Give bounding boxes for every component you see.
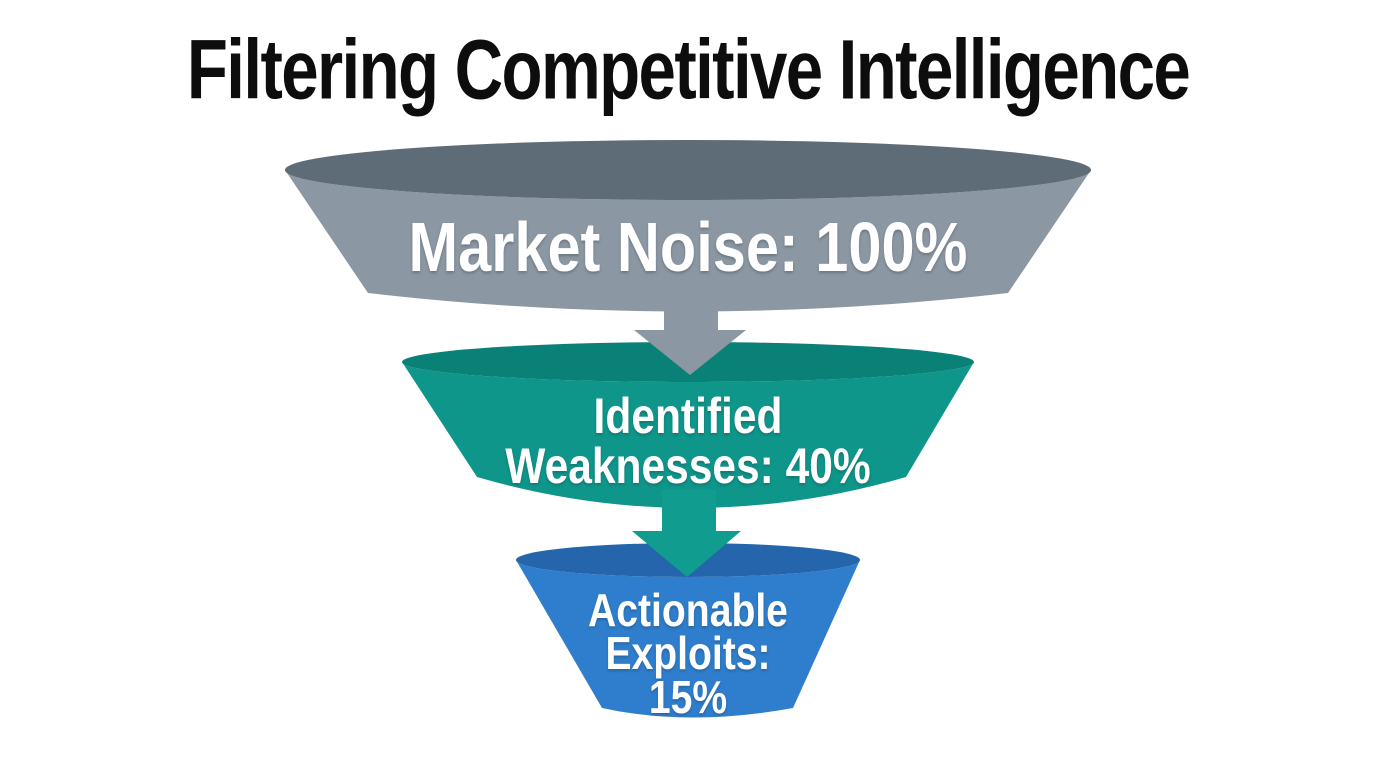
funnel-stage-1-top (285, 140, 1091, 200)
stage-3-label-line-2: Exploits: (605, 627, 771, 679)
stage-1-label: Market Noise: 100% (408, 208, 968, 286)
down-arrow-icon (634, 290, 746, 375)
stage-3-label-line-1: Actionable (588, 584, 788, 636)
stage-2-label-line-2: Weaknesses: 40% (505, 438, 871, 494)
funnel-stage-2-body (402, 362, 974, 508)
down-arrow-icon (632, 490, 741, 577)
funnel-stage-1-body (285, 170, 1091, 312)
funnel-stage-3-body (516, 560, 860, 718)
stage-2-label-line-1: Identified (593, 388, 783, 444)
stage-3-label-line-3: 15% (648, 671, 728, 723)
page-title: Filtering Competitive Intelligence (186, 22, 1191, 117)
